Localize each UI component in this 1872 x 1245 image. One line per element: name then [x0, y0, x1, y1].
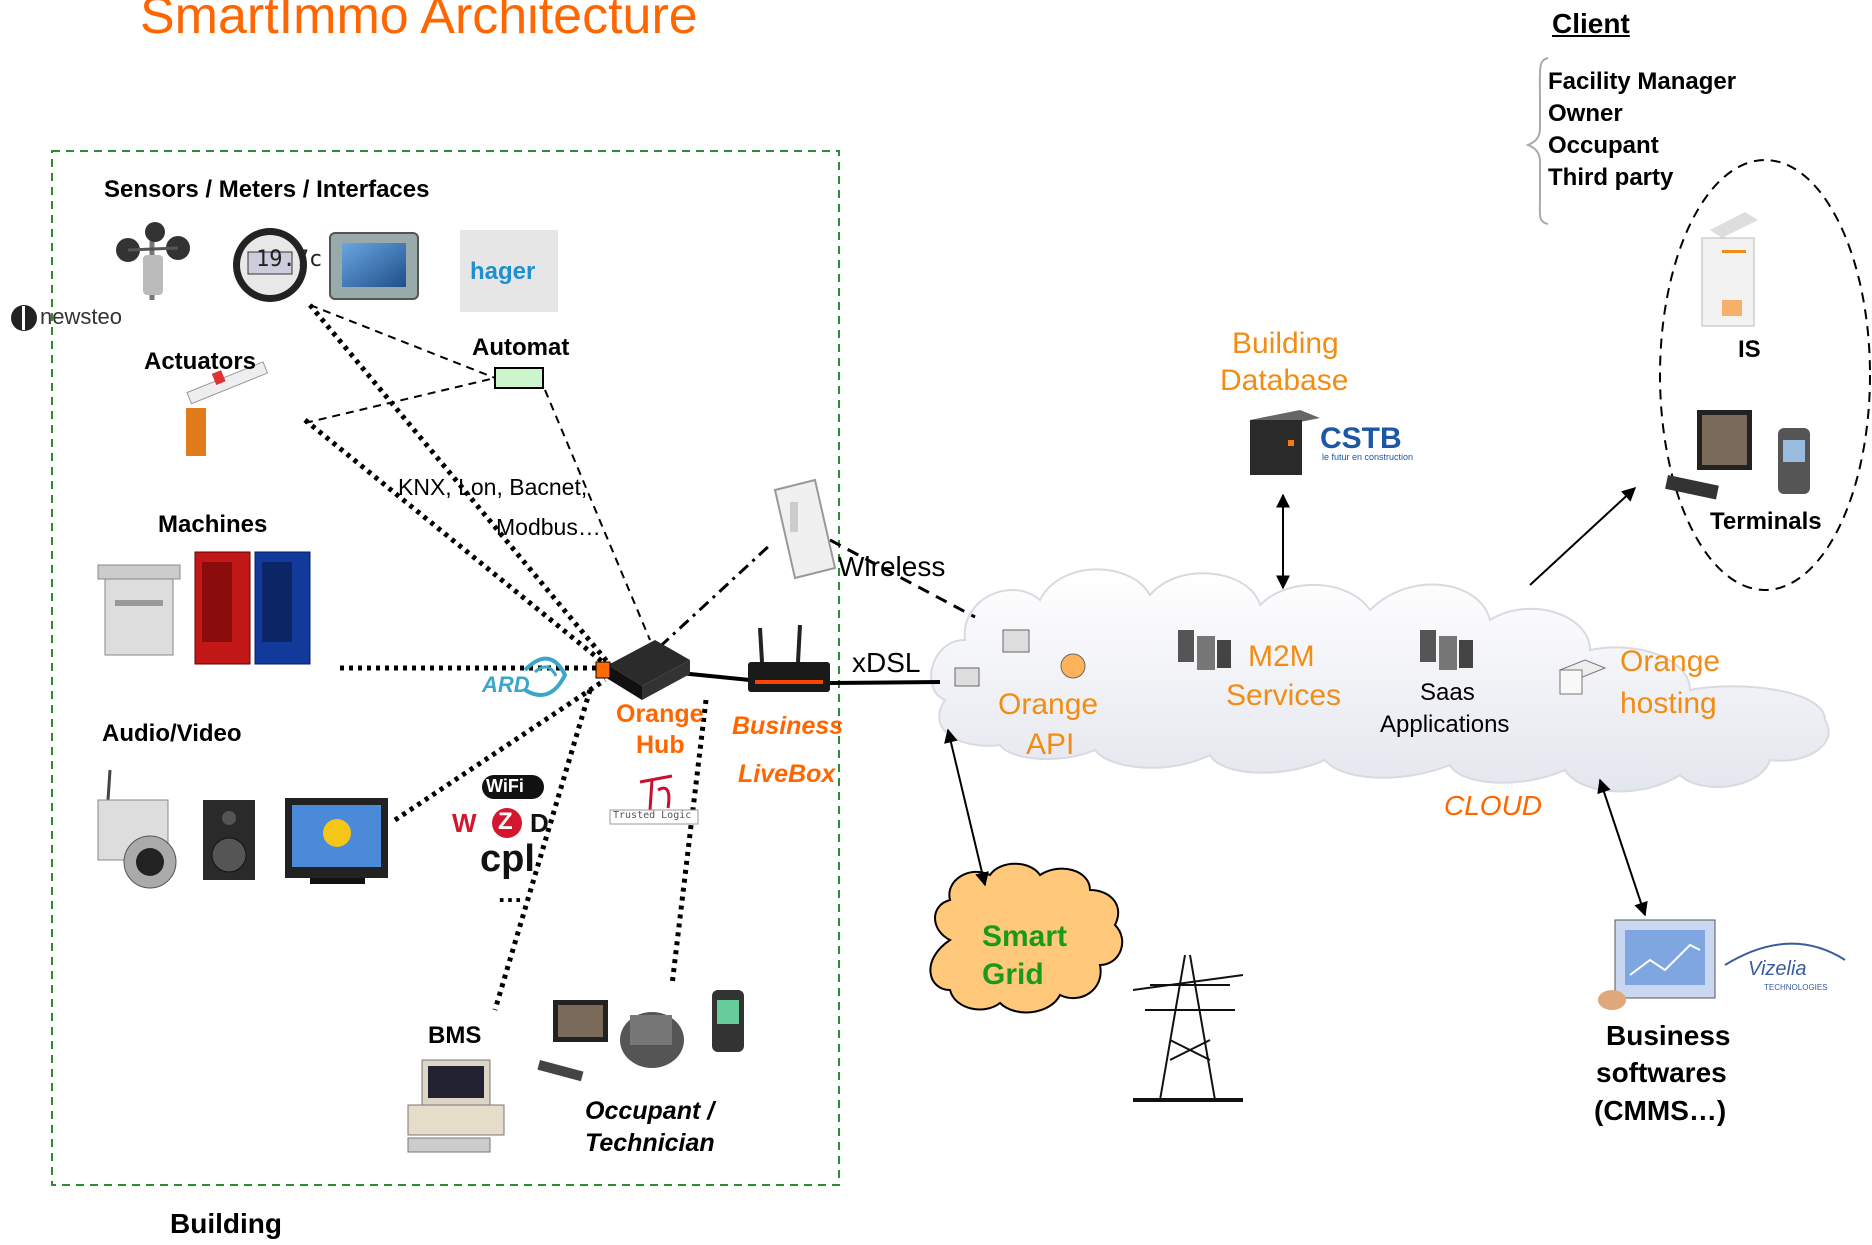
orange-api-icon [954, 629, 1086, 687]
cstb-tagline: le futur en construction [1322, 452, 1414, 462]
saas-label-line2: Applications [1380, 711, 1510, 738]
client-role: Third party [1548, 164, 1674, 191]
newsteo-logo: newsteo [40, 304, 122, 329]
occupant-label-line2: Technician [585, 1129, 715, 1157]
cloud-shape [930, 568, 1830, 793]
cloud-label: CLOUD [1444, 790, 1543, 821]
livebox-label-line2: LiveBox [738, 760, 836, 788]
bms-label: BMS [428, 1022, 482, 1049]
api-label-line2: API [1026, 728, 1075, 761]
client-role: Owner [1548, 100, 1623, 127]
wireless-label: Wireless [838, 551, 946, 582]
terminals-label: Terminals [1710, 508, 1822, 535]
cstb-logo: CSTB [1320, 422, 1402, 455]
is-label: IS [1738, 336, 1761, 363]
client-role: Facility Manager [1548, 68, 1737, 95]
trusted-logic-logo-icon [609, 774, 699, 825]
power-pylon-icon [1132, 948, 1244, 1106]
business-label-line1: Business [1606, 1020, 1731, 1051]
newsteo-logo-icon [11, 305, 37, 331]
d-logo: D [530, 808, 549, 838]
api-label-line1: Orange [998, 688, 1099, 721]
wifi-logo: WiFi [486, 776, 524, 796]
saas-servers-icon [1420, 630, 1473, 670]
terminal-phone-icon [1778, 428, 1810, 494]
speaker-icon [203, 800, 255, 880]
smart-grid-label-line1: Smart [982, 920, 1068, 953]
touch-panel-icon [329, 232, 419, 300]
protocols-line1: KNX, Lon, Bacnet, [398, 474, 588, 500]
smart-grid-label-line2: Grid [982, 958, 1044, 991]
protocols-line2: Modbus… [496, 514, 601, 540]
wifi-logo-icon [482, 775, 544, 799]
barrier-actuator-icon [186, 361, 269, 456]
database-label-line2: Database [1220, 364, 1349, 397]
orange-hub-icon [595, 640, 690, 700]
client-heading: Client [1552, 8, 1630, 39]
hub-label-line2: Hub [636, 731, 685, 759]
automat-icon [494, 367, 544, 389]
thermostat-reading: 19.7c [256, 247, 323, 272]
client-roles: Facility Manager Owner Occupant Third pa… [1548, 66, 1736, 194]
m2m-label-line2: Services [1226, 679, 1342, 712]
zwave-logo-icon [492, 808, 522, 838]
database-server-icon [1250, 410, 1320, 475]
access-point-icon [773, 478, 837, 580]
hosting-label-line2: hosting [1620, 687, 1717, 720]
livebox-label-line1: Business [732, 712, 844, 740]
saas-label-line1: Saas [1420, 679, 1475, 706]
machines-label: Machines [158, 511, 268, 538]
copier-icon [97, 564, 181, 656]
ip-camera-icon [97, 769, 177, 889]
vizelia-tagline: TECHNOLOGIES [1764, 983, 1828, 992]
vizelia-logo-icon [1724, 942, 1846, 966]
client-role: Occupant [1548, 132, 1659, 159]
vending-machine-cocacola-icon [194, 551, 251, 665]
m2m-servers-icon [1178, 630, 1231, 670]
audio-video-label: Audio/Video [102, 720, 242, 747]
automat-label: Automat [472, 334, 570, 361]
vending-machine-pepsi-icon [254, 551, 311, 665]
business-livebox-icon [748, 624, 830, 692]
ard-logo-icon [523, 656, 568, 697]
client-boundary [1659, 159, 1871, 591]
hager-logo: hager [470, 258, 536, 285]
occupant-label-line1: Occupant / [585, 1097, 715, 1125]
hub-label-line1: Orange [616, 700, 704, 728]
m2m-label-line1: M2M [1248, 640, 1315, 673]
hager-logo-box [460, 230, 558, 312]
television-icon [285, 798, 388, 884]
hosting-label-line1: Orange [1620, 645, 1721, 678]
radio-more: … [497, 878, 523, 908]
client-brace [1525, 57, 1549, 225]
database-label-line1: Building [1232, 327, 1339, 360]
xdsl-label: xDSL [852, 647, 921, 678]
sensors-label: Sensors / Meters / Interfaces [104, 176, 430, 203]
building-boundary [51, 150, 840, 1186]
orange-hosting-icon [1558, 659, 1607, 695]
bms-computer-icon [407, 1059, 505, 1153]
anemometer-icon [116, 222, 190, 300]
thermostat-icon [233, 228, 307, 302]
is-server-icon [1701, 212, 1758, 327]
ard-logo: ARD [482, 672, 530, 697]
page-title: SmartImmo Architecture [140, 0, 698, 45]
vizelia-logo: Vizelia [1748, 958, 1807, 980]
z-logo: Z [498, 808, 513, 835]
actuators-label: Actuators [144, 348, 257, 375]
business-software-icon [1598, 919, 1716, 1010]
business-label-line3: (CMMS…) [1594, 1095, 1727, 1126]
building-label: Building [170, 1208, 282, 1239]
business-label-line2: softwares [1596, 1057, 1727, 1088]
terminal-desktop-icon [1665, 410, 1752, 500]
occupant-devices-icon [537, 990, 744, 1082]
w-logo: W [452, 808, 477, 838]
cpl-logo: cpl [480, 838, 535, 880]
trusted-logic-logo: Trusted Logic [613, 810, 692, 821]
